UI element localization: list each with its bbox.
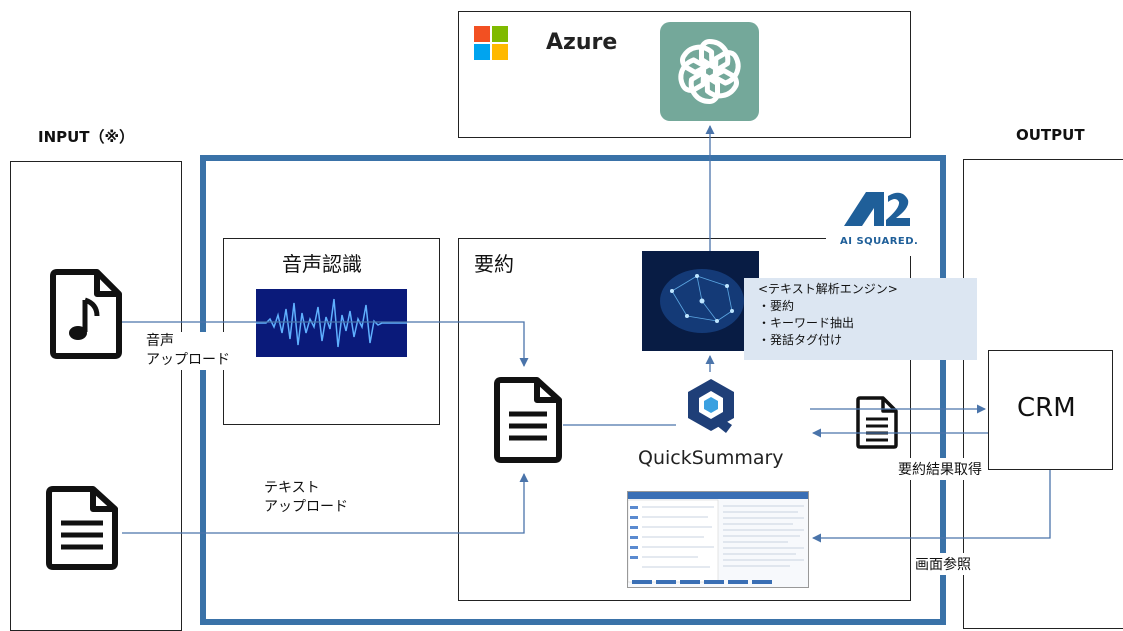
small-document-icon [855,395,899,450]
audio-file-icon [49,268,124,360]
crm-label: CRM [1017,393,1076,423]
document-icon [493,376,563,464]
quicksummary-logo-icon [680,375,742,437]
upload-audio-label: 音声 アップロード [144,332,232,370]
engine-note-item: ・キーワード抽出 [758,316,855,330]
summary-title: 要約 [474,252,514,276]
azure-label: Azure [546,30,618,55]
fetch-result-label: 要約結果取得 [896,458,984,480]
ai-squared-logo-icon: AI SQUARED. [826,186,936,256]
engine-note-item: ・要約 [758,299,795,313]
engine-note-item: ・発話タグ付け [758,333,843,347]
upload-audio-line1: 音声 [146,333,174,349]
ai-brain-image [642,251,759,351]
input-label: INPUT（※） [38,128,135,146]
upload-text-line2: アップロード [264,499,348,515]
screen-reference-label: 画面参照 [913,553,973,575]
engine-note-header: <テキスト解析エンジン> [758,282,898,296]
quicksummary-name: QuickSummary [638,447,784,469]
ai-squared-brand: AI SQUARED. [840,236,919,247]
waveform-image [256,289,407,357]
upload-text-label: テキスト アップロード [264,479,348,517]
crm-box [988,350,1113,470]
openai-logo-icon [660,22,759,121]
speech-recognition-title: 音声認識 [282,252,362,276]
app-screenshot-thumbnail [627,491,809,588]
output-label: OUTPUT [1016,126,1085,144]
upload-audio-line2: アップロード [146,352,230,368]
engine-note: <テキスト解析エンジン> ・要約 ・キーワード抽出 ・発話タグ付け [744,278,977,360]
text-file-icon [45,485,120,571]
upload-text-line1: テキスト [264,480,320,496]
microsoft-logo-icon [474,26,510,62]
